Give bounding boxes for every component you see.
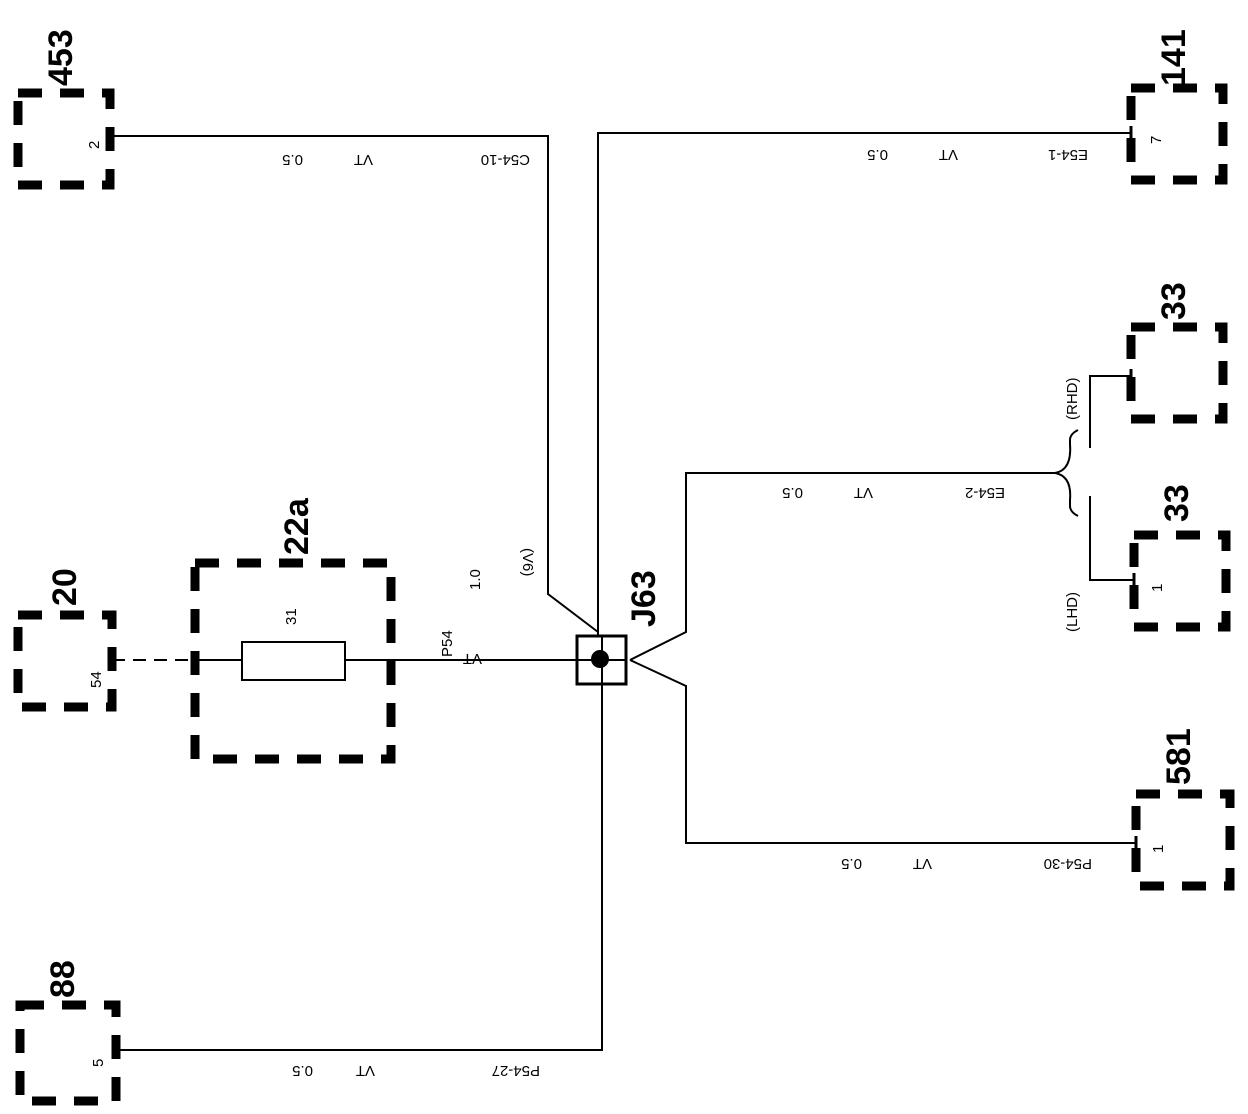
component-141-label: 141 [1155, 29, 1193, 86]
note-rhd: (RHD) [1064, 378, 1081, 421]
component-88-label: 88 [44, 960, 82, 998]
splice-dot [591, 650, 609, 668]
notes: (V6) (RHD) (LHD) [519, 378, 1081, 633]
wire-453-size: 0.5 [282, 151, 303, 168]
component-453: 453 2 [13, 29, 115, 190]
wire-33-code: E54-2 [965, 484, 1005, 501]
component-22a-pin: 31 [283, 608, 300, 625]
component-581-pin: 1 [1150, 845, 1167, 853]
component-453-pin: 2 [86, 141, 103, 149]
component-88-pin: 5 [90, 1059, 107, 1067]
wire-141-code: E54-1 [1048, 146, 1088, 163]
wire-22a-color: VT [463, 650, 482, 667]
wire-88 [116, 684, 603, 1051]
component-22a: 22a 31 [190, 497, 396, 764]
fuse-element [241, 641, 346, 681]
wire-453 [110, 135, 599, 633]
component-141-pin: 7 [1148, 136, 1165, 144]
wire-33-color: VT [854, 484, 873, 501]
note-lhd: (LHD) [1064, 592, 1081, 632]
wire-581-code: P54-30 [1044, 855, 1092, 872]
component-453-label: 453 [42, 29, 80, 86]
wire-33-size: 0.5 [782, 484, 803, 501]
terminal-ticks [108, 126, 1138, 1057]
wire-581-color: VT [913, 855, 932, 872]
component-20: 20 54 [13, 568, 117, 712]
wire-141-size: 0.5 [867, 146, 888, 163]
wire-141 [597, 132, 1131, 636]
wire-453-code: C54-10 [481, 151, 530, 168]
component-88: 88 5 [15, 960, 121, 1106]
component-33-lhd: 33 1 [1129, 484, 1231, 632]
wire-453-color: VT [354, 151, 373, 168]
component-33-lhd-label: 33 [1158, 484, 1196, 522]
wire-581 [629, 659, 1136, 844]
rhd-lhd-branch [1054, 375, 1134, 581]
wire-22a-code: P54 [439, 630, 456, 657]
wire-33 [629, 472, 1055, 661]
component-141: 141 7 [1126, 29, 1228, 185]
wire-88-size: 0.5 [292, 1062, 313, 1079]
wire-141-color: VT [939, 146, 958, 163]
splice-label: J63 [625, 570, 663, 627]
wire-581-size: 0.5 [841, 855, 862, 872]
component-22a-label: 22a [278, 497, 316, 555]
component-33-rhd-label: 33 [1155, 282, 1193, 320]
component-33-rhd: 33 [1126, 282, 1228, 424]
component-20-pin: 54 [88, 671, 105, 688]
component-581: 581 1 [1131, 728, 1235, 891]
note-v6: (V6) [519, 548, 536, 576]
wire-88-color: VT [356, 1062, 375, 1079]
splice-j63: J63 [575, 570, 663, 686]
component-20-label: 20 [46, 568, 84, 606]
component-581-label: 581 [1160, 728, 1198, 785]
wire-labels: C54-10 VT 0.5 E54-1 VT 0.5 E54-2 VT 0.5 … [282, 146, 1092, 1079]
wire-22a-size: 1.0 [467, 569, 484, 590]
component-33-lhd-pin: 1 [1149, 584, 1166, 592]
wire-88-code: P54-27 [492, 1062, 540, 1079]
